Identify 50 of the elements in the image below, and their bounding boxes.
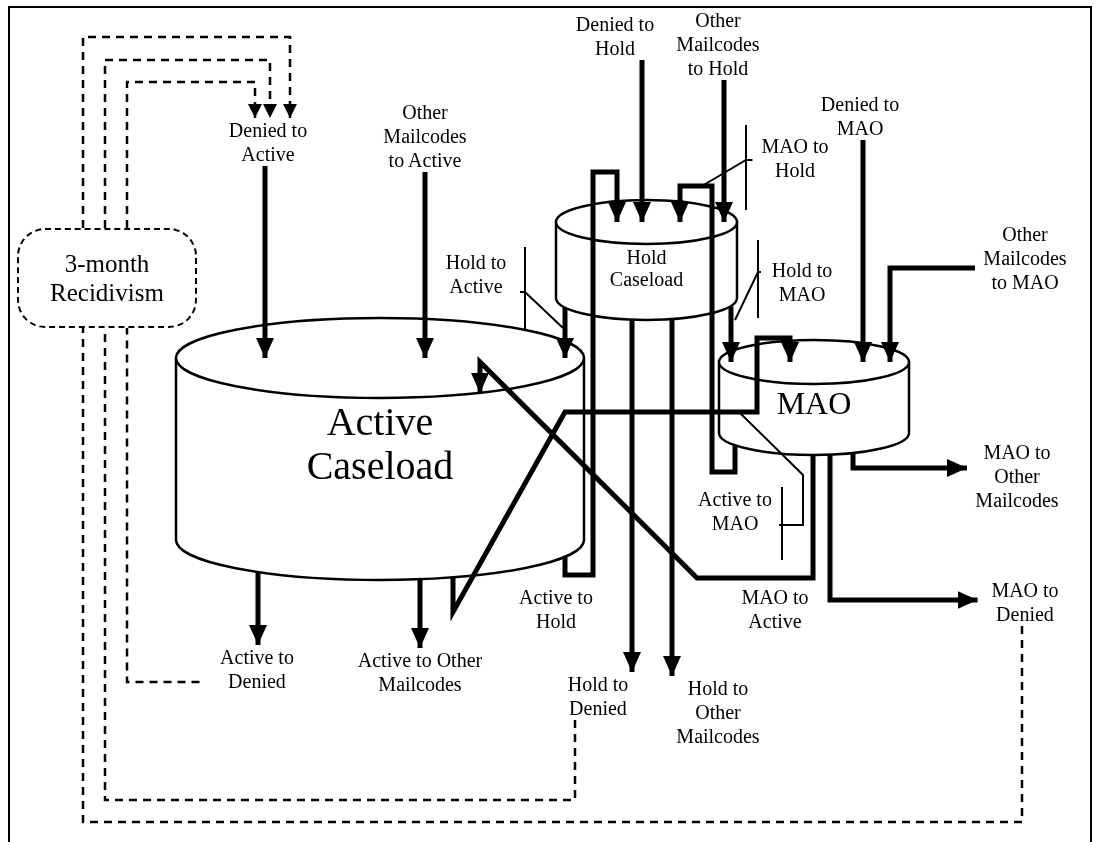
stock-label: Hold Caseload: [608, 246, 685, 290]
dashed-arrow: [103, 58, 277, 228]
flow-arrow: [854, 140, 872, 362]
flow-label: Active to Other Mailcodes: [330, 648, 510, 696]
flow-arrow: [623, 319, 641, 672]
dashed-line: [125, 328, 200, 684]
flow-label: Active to Denied: [199, 645, 315, 693]
stock-label: Active Caseload: [305, 400, 455, 488]
flow-label: Hold to MAO: [761, 258, 843, 306]
flow-arrow: [671, 183, 738, 475]
flow-label: Other Mailcodes to Active: [375, 100, 475, 172]
flow-arrow: [411, 579, 429, 648]
flow-arrow: [471, 356, 816, 581]
dashed-line: [81, 328, 1024, 824]
flow-label: Denied to Active: [213, 118, 323, 166]
flow-arrow: [850, 453, 967, 477]
flow-arrow: [562, 169, 626, 578]
flow-arrow: [416, 172, 434, 358]
flow-label: Other Mailcodes to MAO: [975, 222, 1075, 294]
flow-arrow: [827, 454, 978, 609]
flow-label: Active to Hold: [518, 585, 594, 633]
flow-arrow: [633, 60, 651, 222]
flow-arrow: [881, 265, 975, 362]
flow-label: Other Mailcodes to Hold: [668, 8, 768, 80]
flow-label: Hold to Denied: [553, 672, 643, 720]
flow-arrow: [450, 335, 799, 622]
flow-arrow: [715, 80, 733, 222]
dashed-arrow: [81, 35, 297, 228]
dashed-arrow: [125, 80, 262, 228]
flow-arrow: [722, 306, 740, 362]
flow-label: MAO to Other Mailcodes: [967, 440, 1067, 512]
stock-cylinder: [555, 200, 738, 320]
flow-arrow: [663, 319, 681, 676]
flow-label: Hold to Other Mailcodes: [668, 676, 768, 748]
stock-cylinder: [175, 318, 585, 580]
flow-label: Active to MAO: [691, 487, 779, 535]
leader-line: [734, 239, 762, 321]
flow-label: MAO to Active: [740, 585, 810, 633]
flow-label: MAO to Denied: [977, 578, 1073, 626]
flow-arrow: [256, 166, 274, 358]
flow-label: Denied to Hold: [570, 12, 660, 60]
flow-arrow: [556, 308, 574, 358]
box-label: 3-month Recidivism: [49, 249, 165, 307]
flow-arrow: [249, 572, 267, 645]
leader-line: [701, 124, 754, 211]
leader-line: [739, 412, 804, 561]
flow-label: Hold to Active: [432, 250, 520, 298]
stock-label: MAO: [775, 386, 853, 422]
leader-line: [519, 246, 564, 331]
stock-cylinder: [718, 340, 910, 455]
